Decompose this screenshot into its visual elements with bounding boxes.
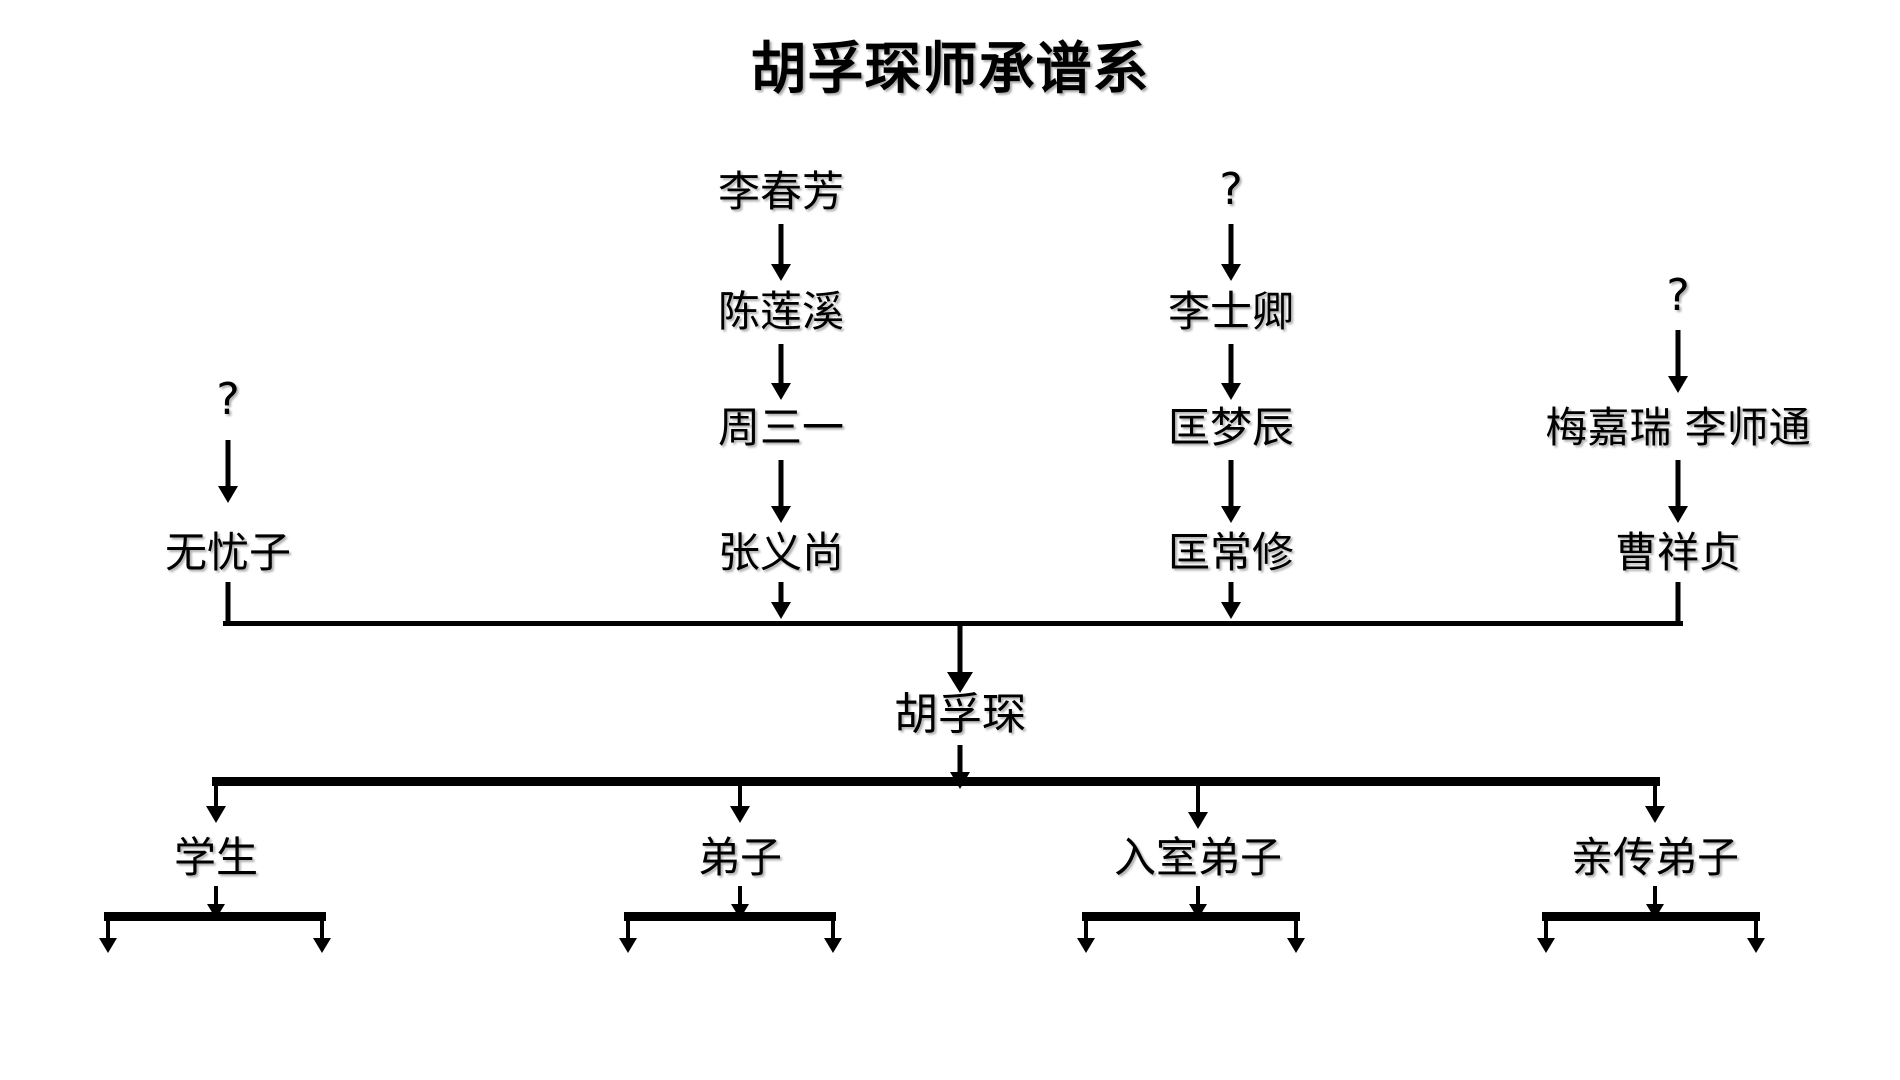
lineage-2-node-3: 周三一 [717, 403, 845, 452]
arrow-down-icon [619, 938, 637, 953]
lineage-3-node-2: 李士卿 [1167, 287, 1295, 336]
arrow-down-icon [1221, 602, 1241, 619]
sub-split-bar-1 [104, 912, 326, 921]
connector-split-to-cat-1 [214, 786, 218, 810]
connector-sub-1-a [106, 921, 110, 941]
arrow-down-icon [1537, 938, 1555, 953]
connector-l3-n1-to-n2 [1228, 224, 1234, 266]
sub-split-bar-2 [624, 912, 836, 921]
lineage-2-node-2: 陈莲溪 [717, 287, 845, 336]
connector-sub-4-b [1754, 921, 1758, 941]
page-title: 胡孚琛师承谱系 [750, 37, 1150, 102]
connector-l1-to-merge [225, 582, 231, 622]
arrow-down-icon [1077, 938, 1095, 953]
arrow-down-icon [1668, 376, 1688, 393]
arrow-down-icon [1287, 938, 1305, 953]
arrow-down-icon [313, 938, 331, 953]
arrow-down-icon [947, 672, 973, 693]
arrow-down-icon [771, 506, 791, 523]
arrow-down-icon [1221, 264, 1241, 281]
arrow-down-icon [824, 938, 842, 953]
lineage-2-node-1: 李春芳 [717, 167, 845, 216]
category-node-2: 弟子 [697, 833, 783, 882]
lineage-1-node-2: 无忧子 [164, 528, 292, 577]
arrow-down-icon [771, 264, 791, 281]
category-node-1: 学生 [173, 833, 259, 882]
arrow-down-icon [99, 938, 117, 953]
connector-center-to-split [957, 745, 963, 777]
connector-sub-3-b [1294, 921, 1298, 941]
lineage-1-node-1: ? [216, 374, 240, 425]
arrow-down-icon [1747, 938, 1765, 953]
connector-l2-n3-to-n4 [778, 460, 784, 508]
arrow-down-icon [1188, 812, 1208, 829]
connector-split-to-cat-4 [1653, 786, 1657, 810]
connector-split-to-cat-3 [1196, 786, 1200, 816]
arrow-down-icon [206, 806, 226, 823]
connector-split-to-cat-2 [738, 786, 742, 810]
lineage-3-node-3: 匡梦辰 [1167, 403, 1295, 452]
connector-l4-n2-to-n3 [1675, 460, 1681, 508]
sub-split-bar-3 [1082, 912, 1300, 921]
connector-l3-n2-to-n3 [1228, 344, 1234, 386]
connector-l2-n1-to-n2 [778, 224, 784, 266]
arrow-down-icon [730, 806, 750, 823]
connector-l2-n2-to-n3 [778, 344, 784, 386]
connector-l4-to-merge [1675, 582, 1681, 622]
center-node: 胡孚琛 [894, 689, 1026, 740]
lineage-4-node-1: ? [1666, 270, 1690, 321]
sub-split-bar-4 [1542, 912, 1760, 921]
lineage-2-node-4: 张义尚 [717, 528, 845, 577]
category-node-4: 亲传弟子 [1570, 833, 1740, 882]
connector-cat-2-to-subsplit [738, 886, 742, 908]
connector-sub-2-b [831, 921, 835, 941]
connector-l3-to-merge [1228, 582, 1234, 604]
connector-sub-4-a [1544, 921, 1548, 941]
merge-bar [223, 621, 1683, 626]
connector-sub-1-b [320, 921, 324, 941]
lineage-4-node-3: 曹祥贞 [1614, 528, 1742, 577]
connector-cat-1-to-subsplit [214, 886, 218, 908]
arrow-down-icon [1221, 383, 1241, 400]
arrow-down-icon [218, 486, 238, 503]
lineage-3-node-4: 匡常修 [1167, 528, 1295, 577]
connector-sub-3-a [1084, 921, 1088, 941]
lineage-4-node-2: 梅嘉瑞 李师通 [1545, 403, 1811, 452]
category-node-3: 入室弟子 [1113, 833, 1283, 882]
arrow-down-icon [1668, 506, 1688, 523]
connector-sub-2-a [626, 921, 630, 941]
arrow-down-icon [771, 602, 791, 619]
arrow-down-icon [1645, 806, 1665, 823]
connector-merge-to-center [957, 626, 963, 676]
connector-l4-n1-to-n2 [1675, 330, 1681, 378]
lineage-3-node-1: ? [1219, 164, 1243, 215]
connector-cat-4-to-subsplit [1653, 886, 1657, 908]
arrow-down-icon [771, 383, 791, 400]
connector-l2-to-merge [778, 582, 784, 604]
arrow-down-icon [1221, 506, 1241, 523]
connector-l1-n1-to-n2 [225, 440, 231, 488]
connector-l3-n3-to-n4 [1228, 460, 1234, 508]
category-split-bar [212, 777, 1660, 786]
connector-cat-3-to-subsplit [1196, 886, 1200, 908]
